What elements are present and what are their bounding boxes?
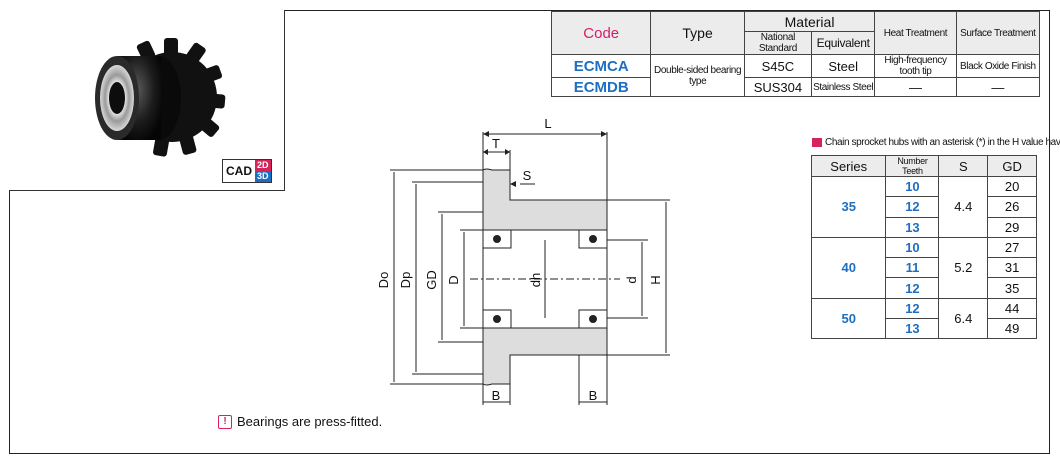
slot-note: Chain sprocket hubs with an asterisk (*)…: [812, 137, 1060, 148]
series-cell: 50: [810, 297, 887, 340]
exclamation-icon: !: [218, 414, 232, 429]
cad-dimension-toggle[interactable]: 2D 3D: [255, 160, 271, 182]
table-row: ECMDB SUS304 Stainless Steel — —: [550, 77, 1041, 97]
code-cell: ECMCA: [550, 54, 652, 78]
national-standard-cell: SUS304: [743, 77, 813, 97]
table-row: 40 10 5.2 27: [810, 236, 1037, 299]
teeth-cell: 10: [885, 175, 940, 198]
header-type: Type: [650, 11, 745, 55]
dim-T-label: T: [492, 136, 500, 151]
teeth-cell: 13: [885, 318, 940, 340]
series-cell: 40: [810, 236, 887, 299]
header-surface-treatment: Surface Treatment: [955, 11, 1041, 55]
dim-d-label: d: [624, 276, 639, 283]
dim-GD-label: GD: [424, 270, 439, 290]
national-standard-cell: S45C: [743, 54, 813, 78]
surface-treatment-cell: Black Oxide Finish: [955, 54, 1041, 78]
s-cell: 6.4: [938, 297, 989, 340]
cad-badge[interactable]: CAD 2D 3D: [222, 159, 272, 183]
header-series: Series: [810, 155, 887, 177]
header-s: S: [938, 155, 989, 177]
header-equivalent: Equivalent: [811, 31, 876, 55]
table-row: 50 12 6.4 44: [810, 297, 1037, 340]
table-row: 11 31: [812, 257, 1037, 279]
s-cell: 4.4: [938, 176, 989, 238]
gd-cell: 44: [987, 297, 1037, 320]
table-row: 13 49: [812, 318, 1037, 340]
gd-cell: 26: [987, 196, 1037, 218]
teeth-cell: 11: [885, 257, 940, 279]
cad-3d-label[interactable]: 3D: [255, 171, 271, 182]
teeth-cell: 10: [885, 236, 940, 259]
teeth-cell: 12: [885, 277, 940, 299]
table-row: 12 35: [812, 277, 1037, 299]
equivalent-cell: Stainless Steel: [811, 77, 876, 97]
series-cell: 35: [810, 176, 887, 238]
equivalent-cell: Steel: [811, 54, 876, 78]
header-heat-treatment: Heat Treatment: [874, 11, 957, 55]
header-code: Code: [550, 11, 652, 55]
sprocket-cross-section-drawing: L T S Do Dp GD D dh d H B B: [376, 116, 670, 405]
heat-treatment-cell: —: [874, 77, 957, 97]
gd-cell: 27: [987, 236, 1037, 259]
catalog-frame: [9, 10, 1050, 454]
press-fit-warning: ! Bearings are press-fitted.: [218, 414, 382, 429]
code-cell: ECMDB: [550, 77, 652, 97]
table-row: 12 26: [812, 196, 1037, 218]
slot-note-text: Chain sprocket hubs with an asterisk (*)…: [825, 137, 1060, 148]
heat-treatment-cell: High-frequency tooth tip: [874, 54, 957, 78]
dim-H-label: H: [648, 275, 663, 284]
note-marker-icon: [812, 138, 822, 147]
dim-S-label: S: [523, 168, 532, 183]
table-row: ECMCA Double-sided bearing type S45C Ste…: [550, 54, 1041, 97]
teeth-cell: 13: [885, 216, 940, 238]
teeth-cell: 12: [885, 196, 940, 218]
header-gd: GD: [987, 155, 1037, 177]
dim-dh-label: dh: [528, 273, 543, 287]
dim-B-left-label: B: [492, 388, 501, 403]
type-cell: Double-sided bearing type: [650, 54, 745, 97]
material-table: Code Type Material Heat Treatment Surfac…: [550, 11, 1041, 97]
gd-cell: 31: [987, 257, 1037, 279]
series-gd-table: Series Number Teeth S GD 35 10 4.4 20 12…: [810, 155, 1037, 340]
header-number-teeth: Number Teeth: [885, 155, 940, 177]
gd-cell: 35: [987, 277, 1037, 299]
gd-cell: 49: [987, 318, 1037, 340]
table-row: 35 10 4.4 20: [810, 175, 1037, 238]
dim-B-right-label: B: [589, 388, 598, 403]
surface-treatment-cell: —: [955, 77, 1041, 97]
sprocket-photo: [95, 38, 226, 157]
dim-Do-label: Do: [376, 272, 391, 289]
gd-cell: 20: [987, 175, 1037, 198]
header-material: Material: [743, 11, 876, 32]
s-cell: 5.2: [938, 236, 989, 299]
dim-D-label: D: [446, 275, 461, 284]
gd-cell: 29: [987, 216, 1037, 238]
cad-2d-label[interactable]: 2D: [255, 160, 271, 171]
header-national-standard: National Standard: [743, 31, 813, 55]
dim-Dp-label: Dp: [398, 272, 413, 289]
teeth-cell: 12: [885, 297, 940, 320]
cad-label: CAD: [226, 164, 252, 178]
dim-L-label: L: [544, 116, 551, 131]
warning-text: Bearings are press-fitted.: [237, 414, 383, 429]
